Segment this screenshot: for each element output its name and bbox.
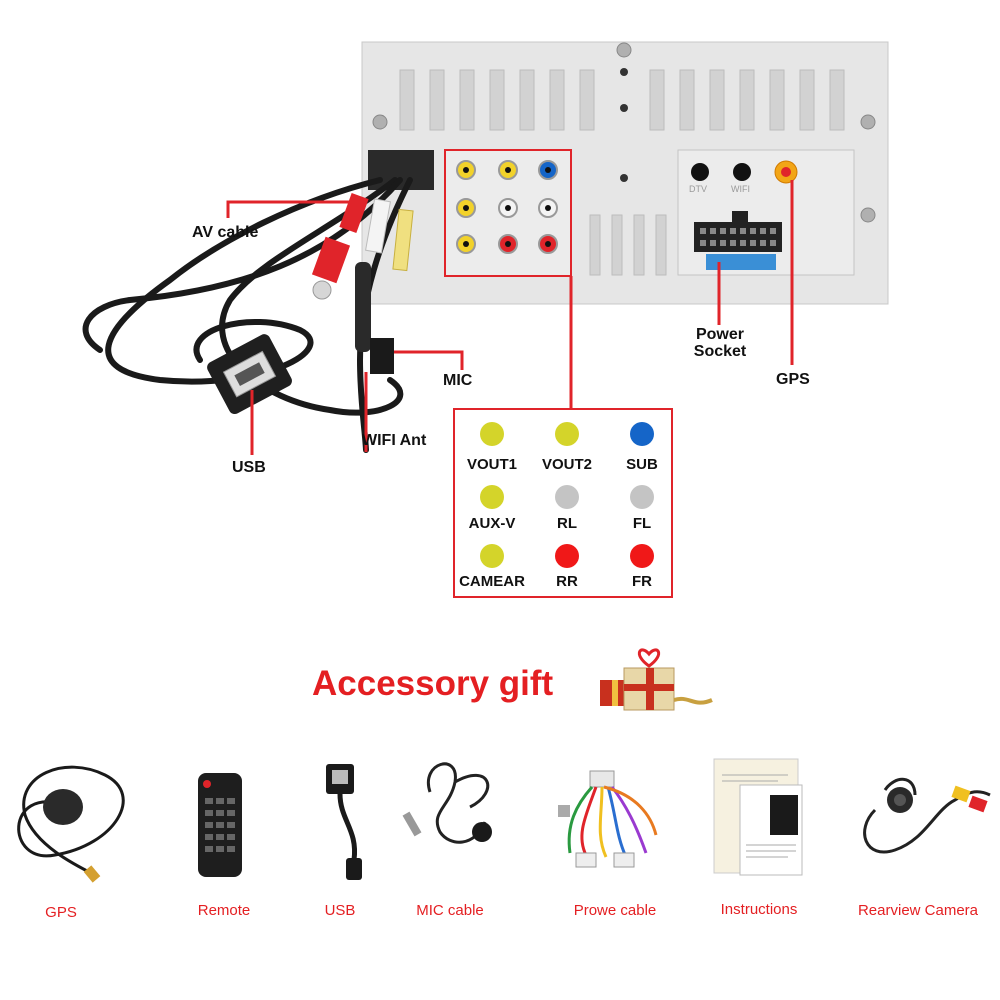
legend-dot-aux-v [480, 485, 504, 509]
accessory-label-usb: USB [324, 902, 356, 919]
panel-label-wifi: WIFI [731, 184, 750, 194]
power-cable-harness-icon [558, 770, 658, 868]
legend-label-camear: CAMEAR [459, 573, 525, 590]
legend-label-vout2: VOUT2 [541, 456, 592, 473]
legend-dot-sub [630, 422, 654, 446]
device-diagram: AV cable USB WIFI Ant MIC Power Socket G… [82, 41, 889, 598]
legend-dot-vout2 [555, 422, 579, 446]
manual-booklet-icon [713, 758, 803, 876]
usb-cable-icon [326, 764, 362, 880]
legend-label-rl: RL [557, 515, 577, 532]
power-socket-line1: Power [695, 326, 744, 343]
legend-dot-fl [630, 485, 654, 509]
legend-label-aux-v: AUX-V [468, 515, 516, 532]
remote-control-icon [198, 773, 242, 877]
power-socket-line2: Socket [693, 343, 747, 360]
microphone-cable-icon [402, 762, 492, 844]
accessory-label-rearview-camera: Rearview Camera [857, 902, 979, 919]
accessory-label-mic-cable: MIC cable [416, 902, 484, 919]
legend-dot-rl [555, 485, 579, 509]
head-unit-rear-illustration [82, 41, 889, 455]
legend-dot-vout1 [480, 422, 504, 446]
legend-label-fl: FL [632, 515, 652, 532]
legend-label-vout1: VOUT1 [466, 456, 517, 473]
legend-dot-rr [555, 544, 579, 568]
accessory-label-remote: Remote [197, 902, 251, 919]
accessory-gift-title: Accessory gift [312, 664, 554, 703]
gps-antenna-icon [17, 765, 125, 883]
callout-power-socket: Power Socket [688, 326, 752, 360]
gift-box-icon [600, 648, 713, 711]
legend-dot-camear [480, 544, 504, 568]
rearview-camera-icon [863, 777, 991, 854]
callout-usb: USB [232, 459, 266, 476]
callout-gps: GPS [776, 371, 810, 388]
legend-dot-fr [630, 544, 654, 568]
panel-label-dtv: DTV [689, 184, 707, 194]
callout-mic: MIC [443, 372, 473, 389]
connector-color-legend: VOUT1 VOUT2 SUB AUX-V RL FL CAMEAR RR FR [453, 408, 673, 598]
accessory-label-prowe-cable: Prowe cable [573, 902, 657, 919]
callout-av-cable: AV cable [192, 224, 259, 241]
accessory-label-instructions: Instructions [720, 901, 798, 918]
callout-wifi-ant: WIFI Ant [362, 432, 427, 449]
legend-label-rr: RR [556, 573, 578, 590]
accessory-label-gps: GPS [45, 904, 77, 921]
legend-label-fr: FR [632, 573, 652, 590]
legend-label-sub: SUB [626, 456, 658, 473]
